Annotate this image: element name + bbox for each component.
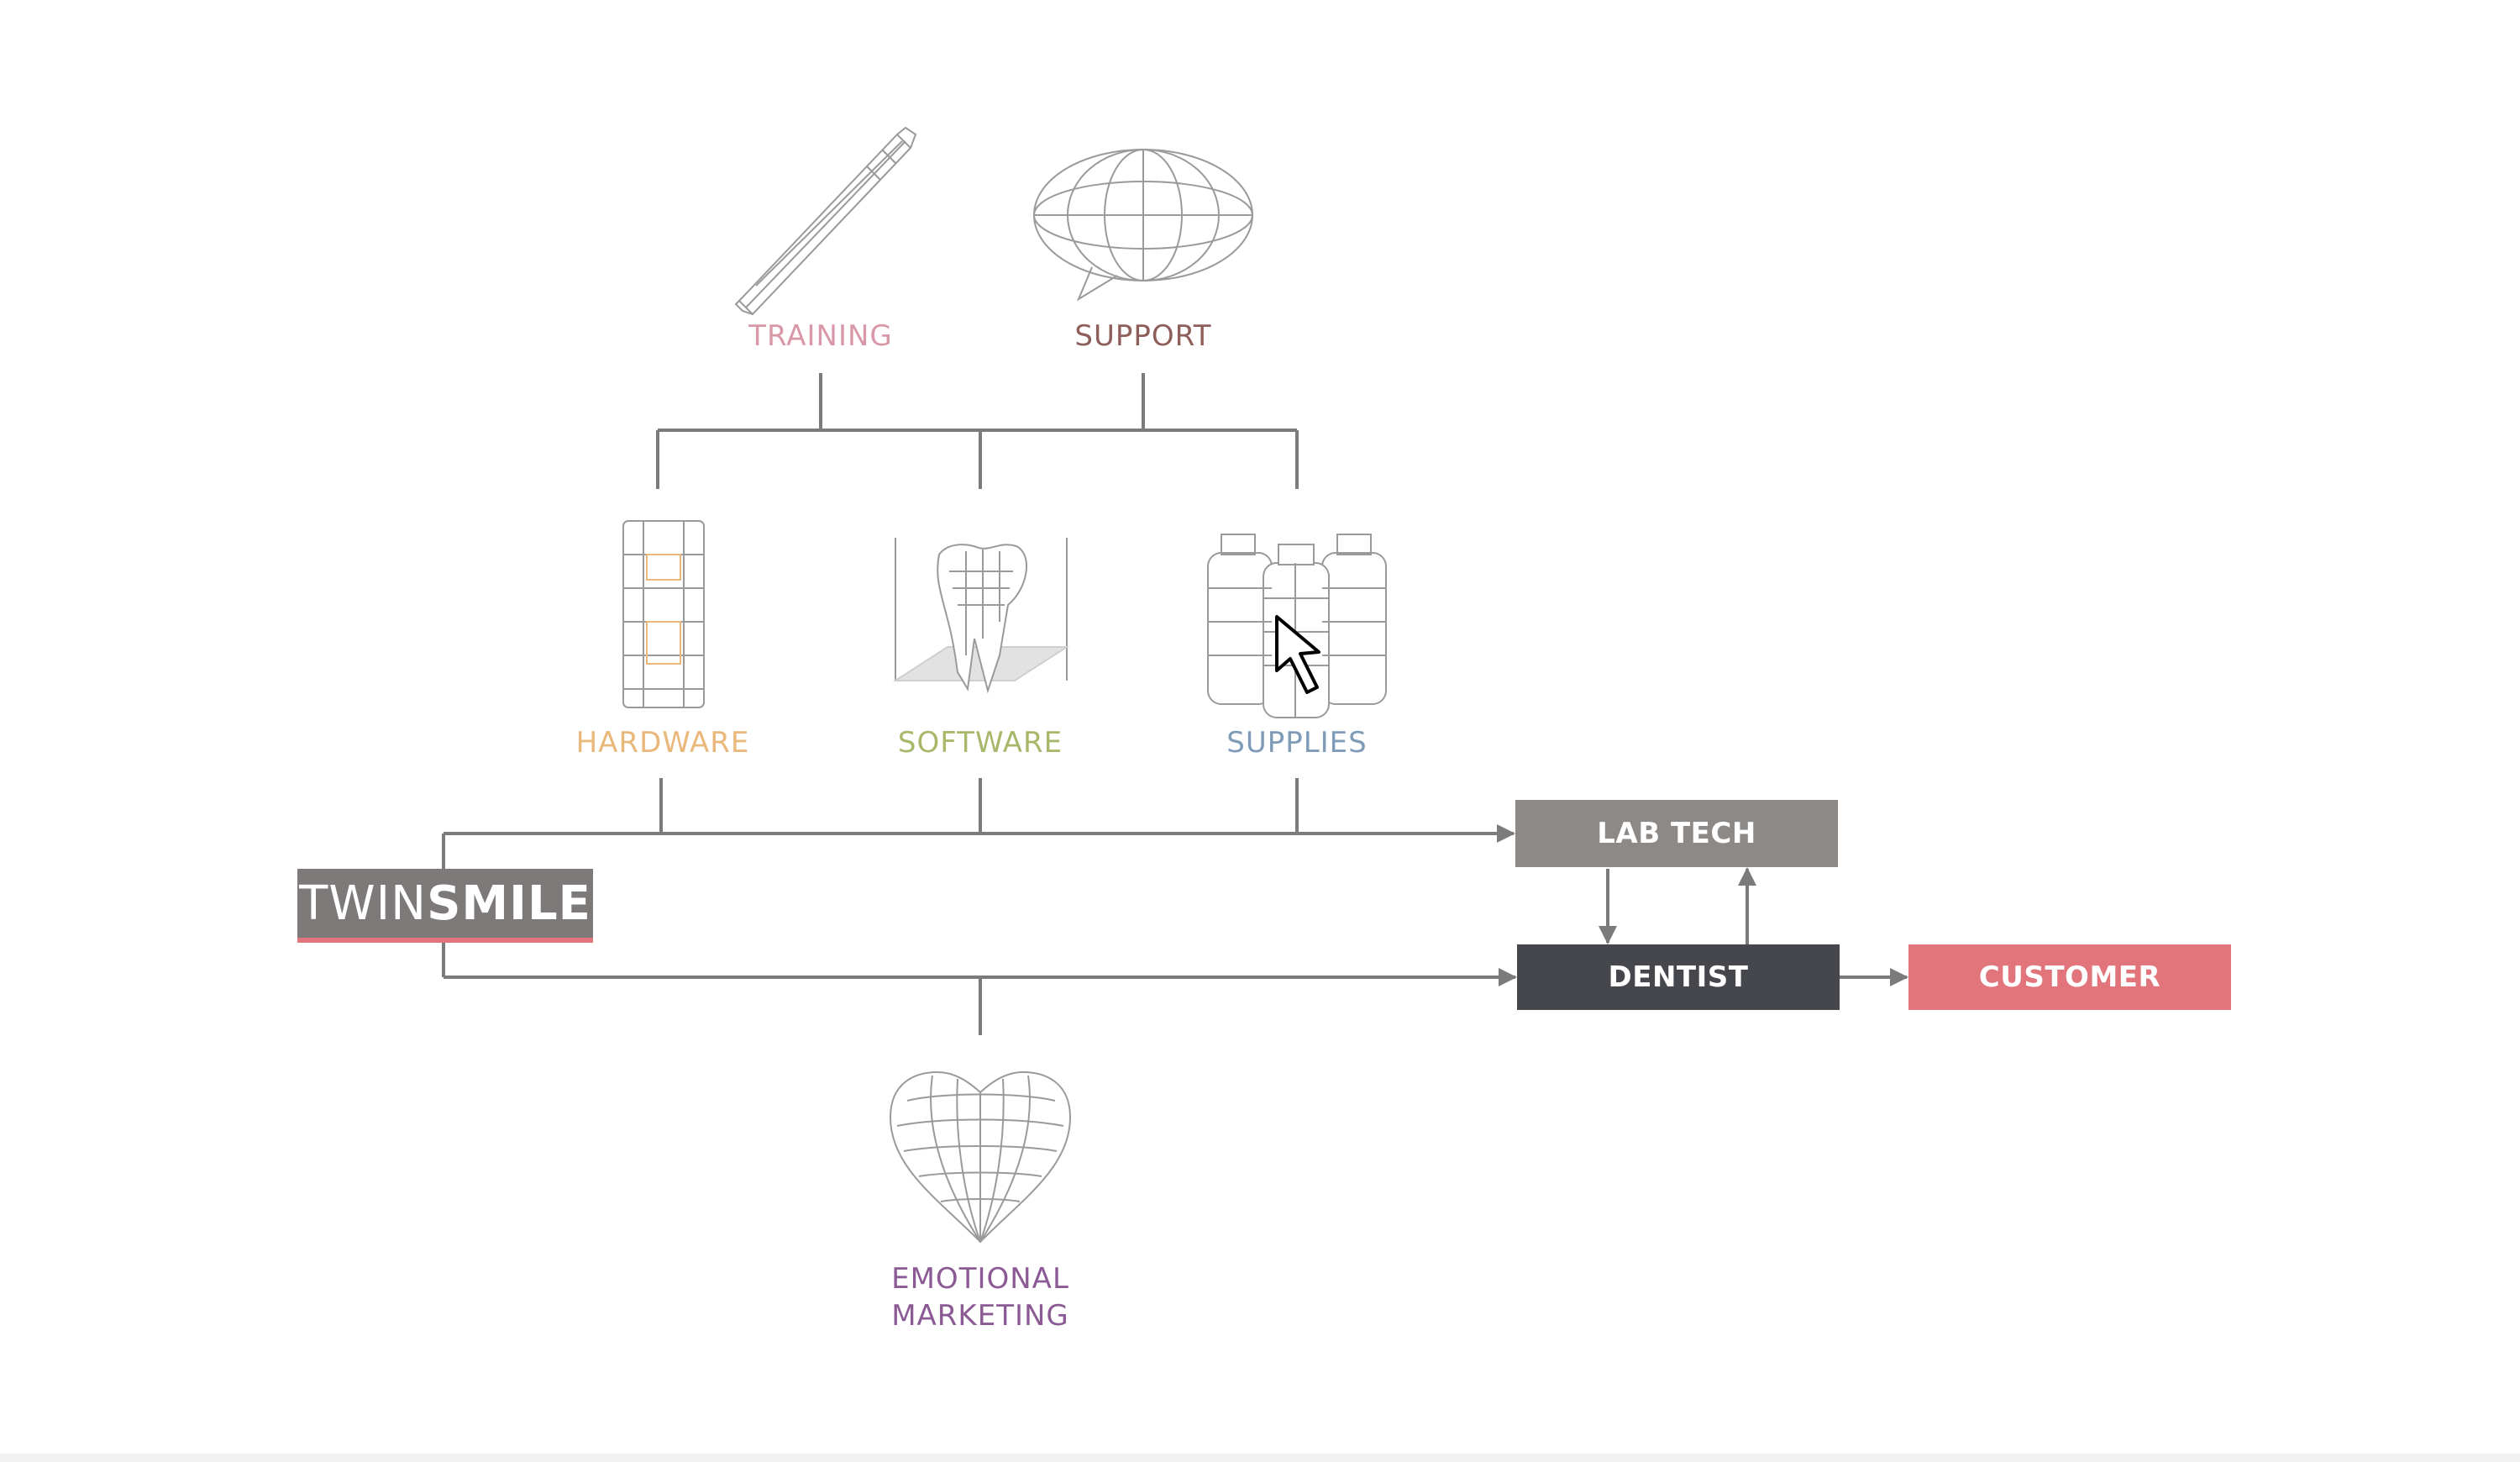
bottom-edge-bar [0, 1454, 2520, 1462]
tooth-model-icon [892, 538, 1070, 694]
logo-text-bold: SMILE [427, 876, 591, 931]
label-emotional-marketing: EMOTIONAL MARKETING [891, 1260, 1069, 1334]
customer-box: CUSTOMER [1908, 944, 2231, 1010]
label-support: SUPPORT [1074, 319, 1212, 353]
label-emotional-line2: MARKETING [891, 1299, 1069, 1333]
label-hardware: HARDWARE [575, 726, 750, 760]
resin-bottles-icon [1207, 534, 1387, 718]
speech-bubble-icon [1033, 149, 1253, 302]
pencil-icon [734, 126, 917, 316]
label-emotional-line1: EMOTIONAL [891, 1262, 1069, 1296]
lab-tech-box: LAB TECH [1515, 800, 1838, 867]
dentist-box: DENTIST [1517, 944, 1840, 1010]
label-training: TRAINING [748, 319, 893, 353]
logo-text-light: TWIN [299, 876, 428, 931]
heart-icon [889, 1070, 1072, 1244]
label-software: SOFTWARE [897, 726, 1063, 760]
printer-machine-icon [622, 520, 705, 708]
label-supplies: SUPPLIES [1226, 726, 1368, 760]
mouse-pointer-icon [1275, 615, 1320, 694]
